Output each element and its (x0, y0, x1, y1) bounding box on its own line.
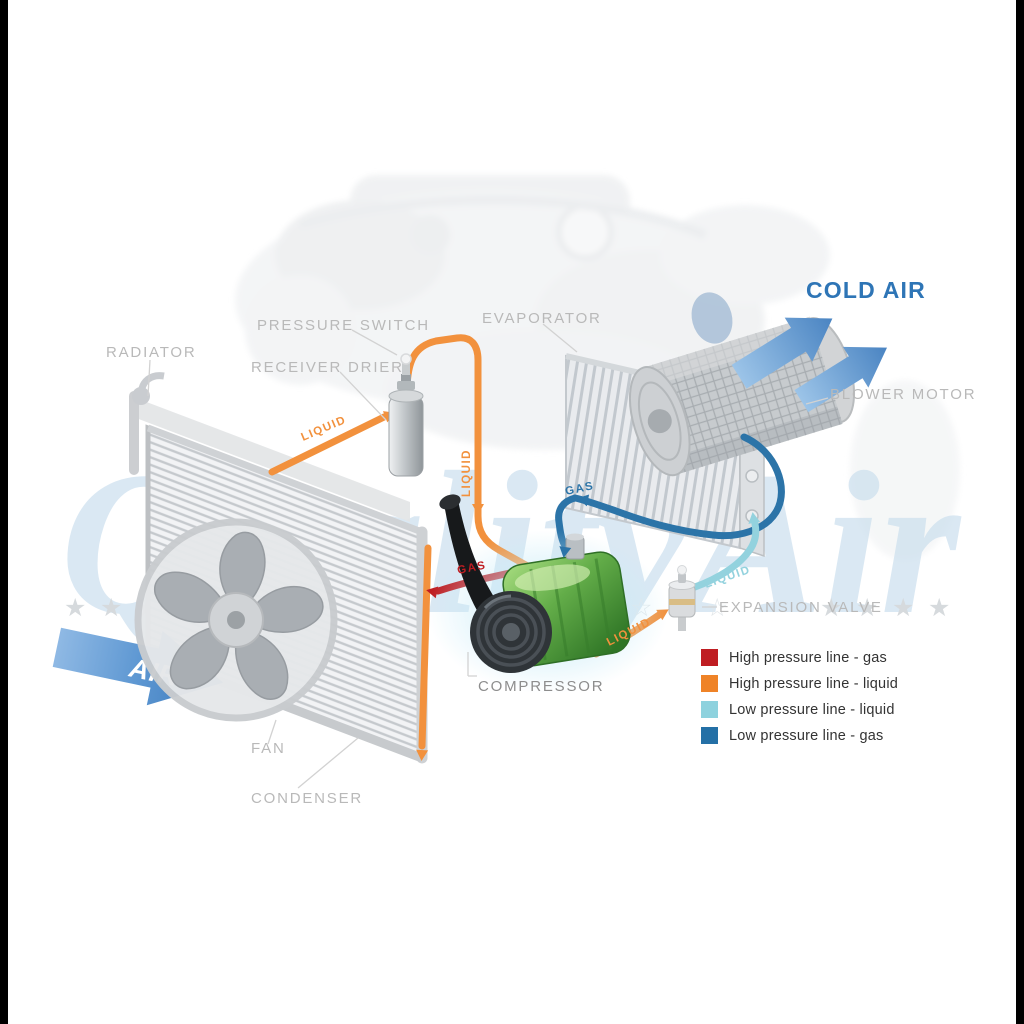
cold-air-label: COLD AIR (806, 277, 926, 303)
low-pressure-liquid-line (679, 520, 760, 595)
star-icon: ★ (100, 594, 122, 622)
star-icon: ★ (856, 594, 878, 622)
blower-motor-mount (691, 292, 733, 344)
right-black-border (1016, 0, 1024, 1024)
pressure-switch-body (402, 362, 410, 375)
star-icon: ★ (892, 594, 914, 622)
legend-swatch-high-gas (701, 649, 718, 666)
legend-swatch-low-liquid (701, 701, 718, 718)
left-black-border (0, 0, 8, 1024)
compressor (439, 494, 631, 673)
legend-swatch-low-gas (701, 727, 718, 744)
cold-air-arrow (794, 346, 888, 413)
legend-label: Low pressure line - gas (729, 727, 884, 744)
compressor-port (565, 533, 585, 560)
label-condenser: CONDENSER (251, 790, 364, 807)
high-pressure-liquid-line-to-drier (268, 413, 388, 476)
label-evaporator: EVAPORATOR (482, 310, 602, 327)
label-blower-motor: BLOWER MOTOR (830, 386, 977, 403)
liquid-label-vertical: LIQUID (461, 449, 473, 497)
legend-swatch-high-liquid (701, 675, 718, 692)
expansion-valve (668, 565, 696, 631)
star-icon: ★ (64, 594, 86, 622)
gas-label-compressor-out: GAS (456, 560, 487, 577)
label-leader-lines (147, 323, 829, 789)
label-expansion-valve: EXPANSION VALVE (719, 599, 883, 616)
receiver-drier (388, 353, 424, 477)
flow-arrow (472, 504, 484, 515)
legend-row: High pressure line - gas (701, 649, 898, 666)
engine-ghost-image (235, 175, 960, 560)
label-pressure-switch: PRESSURE SWITCH (257, 317, 430, 334)
radiator (129, 372, 410, 522)
label-compressor: COMPRESSOR (478, 678, 605, 695)
compressor-pulley (470, 591, 552, 673)
high-pressure-liquid-main-line (403, 334, 553, 582)
flow-arrow (748, 512, 761, 524)
label-fan: FAN (251, 740, 286, 757)
gas-label-evaporator-out: GAS (564, 480, 595, 498)
legend-row: High pressure line - liquid (701, 675, 898, 692)
flow-arrow (559, 546, 572, 558)
label-receiver-drier: RECEIVER DRIER (251, 359, 404, 376)
legend-row: Low pressure line - liquid (701, 701, 898, 718)
fan (134, 518, 338, 722)
star-outline-icon: ☆ (706, 594, 728, 622)
star-icon: ★ (928, 594, 950, 622)
pressure-switch-nut (397, 381, 415, 390)
star-icon: ★ (820, 594, 842, 622)
legend-label: Low pressure line - liquid (729, 701, 895, 718)
legend-row: Low pressure line - gas (701, 727, 898, 744)
flow-arrow (577, 494, 590, 507)
flow-arrow (416, 749, 429, 761)
high-pressure-liquid-line-condenser (418, 544, 432, 750)
legend-label: High pressure line - gas (729, 649, 887, 666)
legend-label: High pressure line - liquid (729, 675, 899, 692)
label-radiator: RADIATOR (106, 344, 197, 361)
pressure-switch-tip (400, 353, 412, 365)
line-legend: High pressure line - gas High pressure l… (701, 649, 898, 753)
low-pressure-gas-line (555, 433, 785, 548)
cold-air-arrow (731, 317, 833, 389)
